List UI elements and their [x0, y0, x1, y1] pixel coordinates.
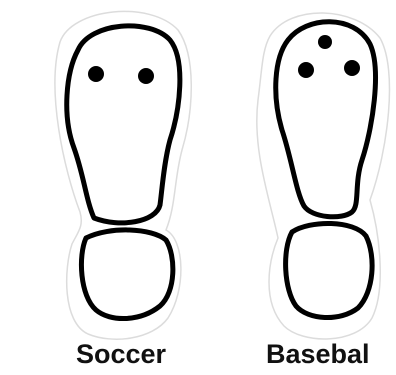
baseball-cleat-top: [318, 35, 332, 49]
baseball-cleat-right: [344, 60, 360, 76]
soccer-label: Soccer: [76, 338, 166, 370]
soccer-cleat-left: [88, 66, 104, 82]
soccer-cleat-right: [138, 68, 154, 84]
baseball-cleat-left: [298, 62, 314, 78]
baseball-label: Basebal: [266, 338, 370, 370]
